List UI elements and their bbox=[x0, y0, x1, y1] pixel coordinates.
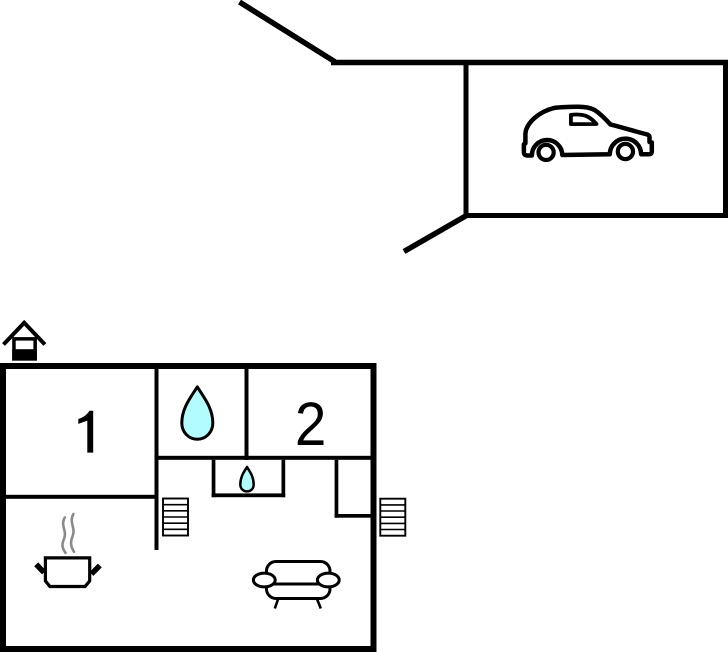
svg-text:2: 2 bbox=[295, 390, 327, 459]
